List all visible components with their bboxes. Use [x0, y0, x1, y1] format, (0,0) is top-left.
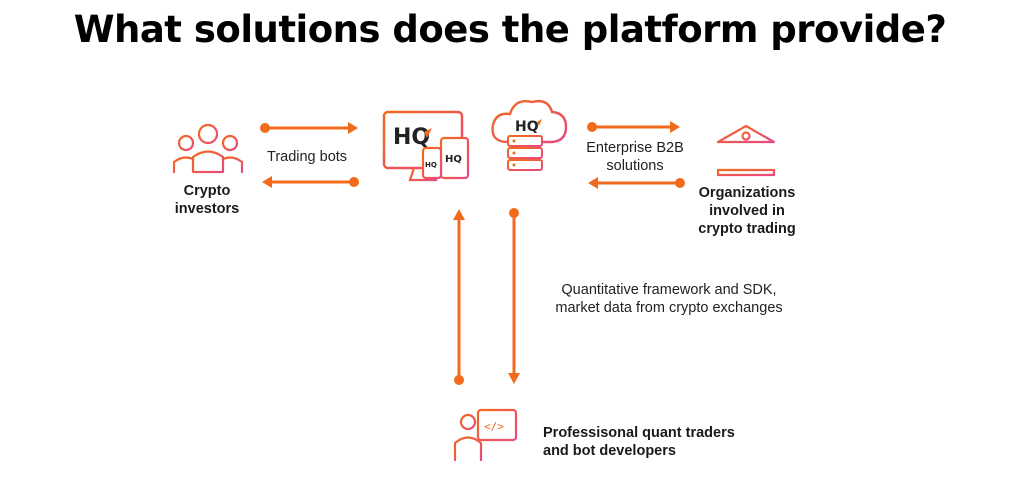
arrow-platform-to-investors: [262, 176, 359, 188]
svg-text:HQ: HQ: [445, 154, 462, 165]
developers-label: Professisonal quant traders and bot deve…: [543, 425, 735, 459]
organizations-label: Organizations involved in crypto trading: [698, 185, 796, 237]
enterprise-b2b-label: Enterprise B2B solutions: [586, 140, 684, 174]
svg-text:HQ: HQ: [425, 161, 437, 169]
people-icon: [172, 123, 244, 174]
framework-sdk-label: Quantitative framework and SDK, market d…: [555, 282, 783, 316]
bank-icon: [716, 124, 776, 177]
arrow-cloud-to-organizations: [587, 121, 680, 133]
cloud-server-icon: HQ: [491, 99, 568, 181]
developer-icon: </>: [448, 408, 522, 468]
arrow-investors-to-platform: [260, 122, 358, 134]
monitor-devices-icon: HQ HQ HQ: [382, 110, 470, 182]
investors-label: Crypto investors: [174, 183, 240, 217]
arrow-platform-to-developers: [508, 208, 520, 384]
trading-bots-label: Trading bots: [267, 149, 348, 165]
arrow-organizations-to-cloud: [588, 177, 685, 189]
page-title: What solutions does the platform provide…: [73, 8, 947, 51]
arrow-developers-to-platform: [453, 209, 465, 385]
svg-text:HQ: HQ: [515, 119, 539, 135]
svg-text:</>: </>: [484, 420, 504, 433]
svg-text:HQ: HQ: [393, 125, 430, 150]
